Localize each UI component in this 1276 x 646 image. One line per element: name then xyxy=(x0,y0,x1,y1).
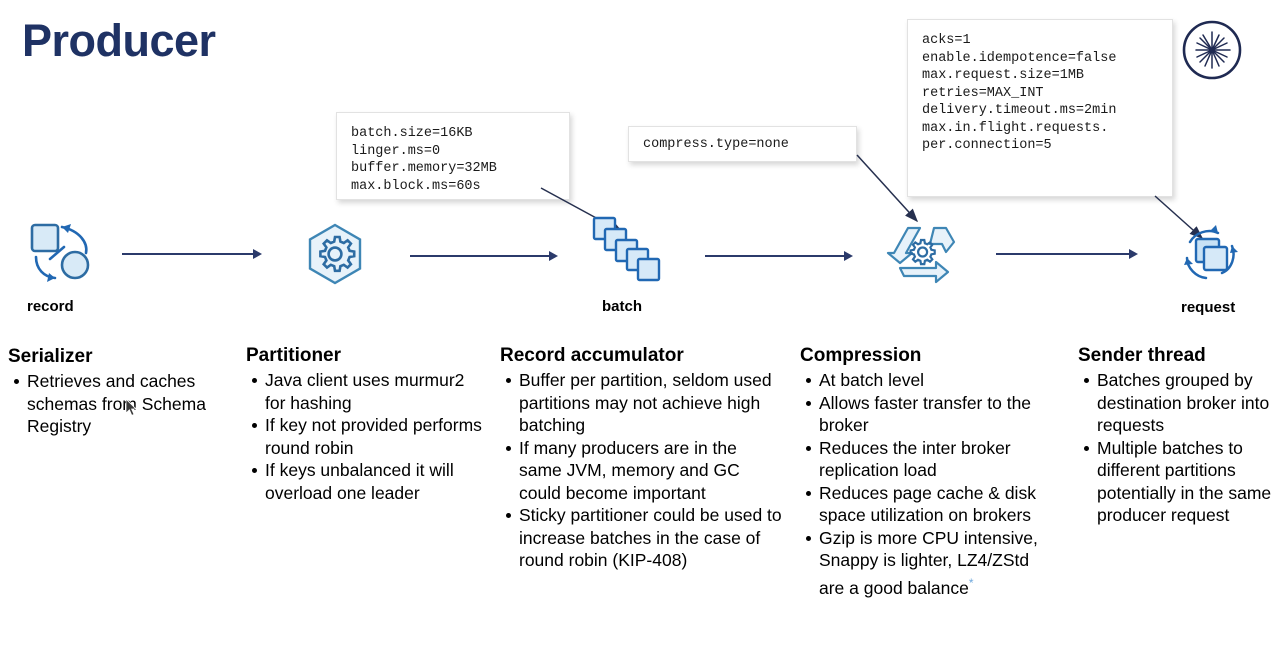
detail-column-compression: Compression At batch level Allows faster… xyxy=(800,345,1058,599)
list-item: Allows faster transfer to the broker xyxy=(806,392,1058,437)
list-item: If keys unbalanced it will overload one … xyxy=(252,459,482,504)
list-item: Sticky partitioner could be used to incr… xyxy=(506,505,782,570)
list-item: If key not provided performs round robin xyxy=(252,415,482,458)
list-item: Java client uses murmur2 for hashing xyxy=(252,369,482,414)
column-heading-record-accumulator: Record accumulator xyxy=(500,345,684,366)
bullet-list-serializer: Retrieves and caches schemas from Schema… xyxy=(8,370,232,438)
detail-column-partitioner: Partitioner Java client uses murmur2 for… xyxy=(246,345,482,504)
record-transform-icon xyxy=(26,221,96,287)
list-item: Multiple batches to different partitions… xyxy=(1084,437,1276,527)
list-item-text: Gzip is more CPU intensive, Snappy is li… xyxy=(819,527,1038,598)
column-heading-serializer: Serializer xyxy=(8,346,93,367)
arrow-head xyxy=(844,251,853,261)
bullet-list-partitioner: Java client uses murmur2 for hashing If … xyxy=(246,369,482,504)
arrow-head xyxy=(1129,249,1138,259)
list-item-with-footnote: Gzip is more CPU intensive, Snappy is li… xyxy=(806,527,1058,599)
list-item: Buffer per partition, seldom used partit… xyxy=(506,369,782,437)
list-item: Reduces page cache & disk space utilizat… xyxy=(806,482,1058,527)
flow-arrow-batch-to-compression xyxy=(705,251,853,261)
list-item: If many producers are in the same JVM, m… xyxy=(506,437,782,505)
bullet-list-record-accumulator: Buffer per partition, seldom used partit… xyxy=(500,369,782,572)
mouse-pointer-icon xyxy=(125,398,138,417)
column-heading-sender-thread: Sender thread xyxy=(1078,345,1206,366)
list-item: Reduces the inter broker replication loa… xyxy=(806,437,1058,482)
arrow-head xyxy=(549,251,558,261)
list-item: Batches grouped by destination broker in… xyxy=(1084,369,1276,437)
detail-column-record-accumulator: Record accumulator Buffer per partition,… xyxy=(500,345,782,572)
column-heading-compression: Compression xyxy=(800,345,922,366)
detail-column-sender-thread: Sender thread Batches grouped by destina… xyxy=(1078,345,1276,527)
flow-arrow-partitioner-to-batch xyxy=(410,251,558,261)
list-item: At batch level xyxy=(806,369,1058,392)
arrow-shaft xyxy=(410,255,550,257)
stage-caption-record: record xyxy=(27,298,74,315)
footnote-marker: * xyxy=(968,575,974,590)
column-heading-partitioner: Partitioner xyxy=(246,345,342,366)
flow-arrow-compression-to-request xyxy=(996,249,1138,259)
layered-squares-cycle-icon xyxy=(1176,220,1244,288)
stage-caption-request: request xyxy=(1181,299,1236,316)
confluent-starburst-logo xyxy=(1181,19,1243,81)
bullet-list-compression: At batch level Allows faster transfer to… xyxy=(800,369,1058,599)
list-item: Retrieves and caches schemas from Schema… xyxy=(14,370,232,438)
config-callout-sender: acks=1 enable.idempotence=false max.requ… xyxy=(907,19,1173,197)
arrow-shaft xyxy=(122,253,254,255)
arrow-head xyxy=(253,249,262,259)
config-callout-batch: batch.size=16KB linger.ms=0 buffer.memor… xyxy=(336,112,570,200)
arrow-shaft xyxy=(705,255,845,257)
detail-column-serializer: Serializer Retrieves and caches schemas … xyxy=(8,346,232,438)
stacked-squares-icon xyxy=(592,216,664,288)
hexagon-gear-icon xyxy=(303,222,367,286)
config-callout-compress: compress.type=none xyxy=(628,126,857,162)
arrow-shaft xyxy=(996,253,1130,255)
recycle-gear-icon xyxy=(886,222,956,288)
stage-caption-batch: batch xyxy=(602,298,643,315)
bullet-list-sender-thread: Batches grouped by destination broker in… xyxy=(1078,369,1276,527)
flow-arrow-record-to-partitioner xyxy=(122,249,262,259)
page-title: Producer xyxy=(22,15,216,66)
